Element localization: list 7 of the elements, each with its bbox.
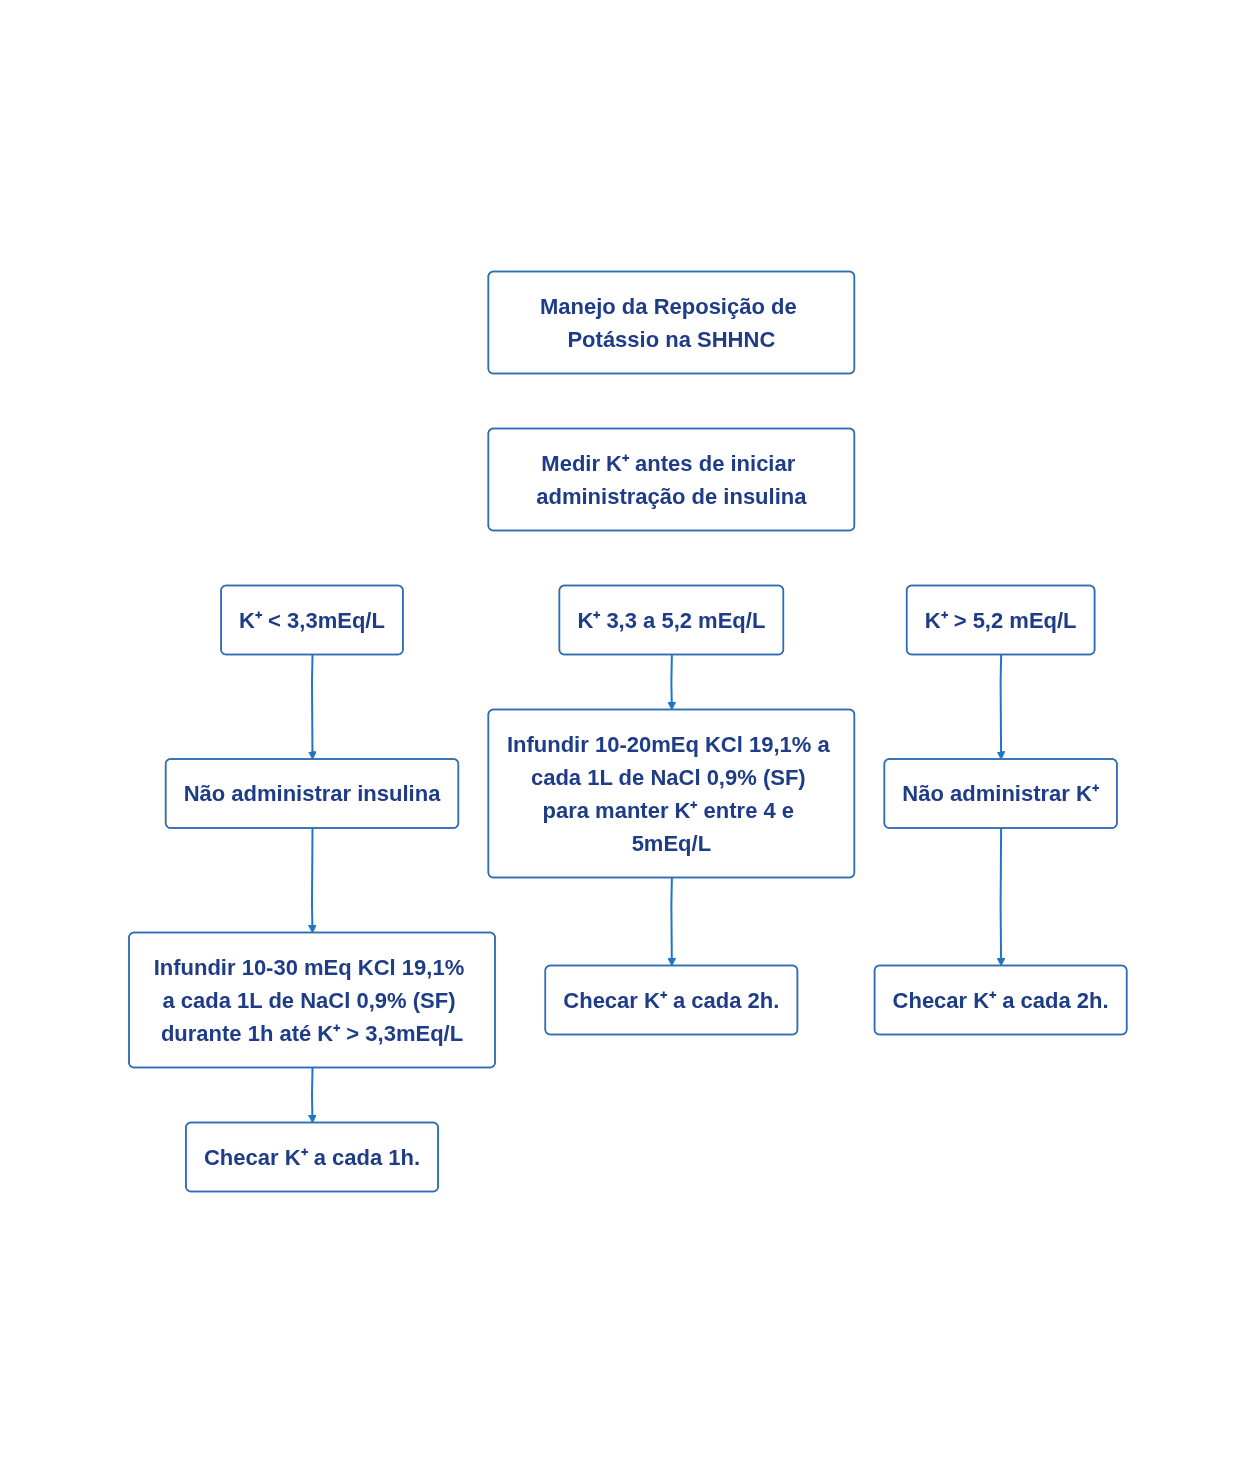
- arrow: [308, 827, 317, 934]
- arrow: [667, 877, 677, 967]
- arrow: [308, 654, 317, 760]
- arrow: [308, 1067, 317, 1124]
- arrow: [996, 654, 1006, 760]
- arrow: [667, 654, 677, 711]
- arrow: [996, 827, 1006, 967]
